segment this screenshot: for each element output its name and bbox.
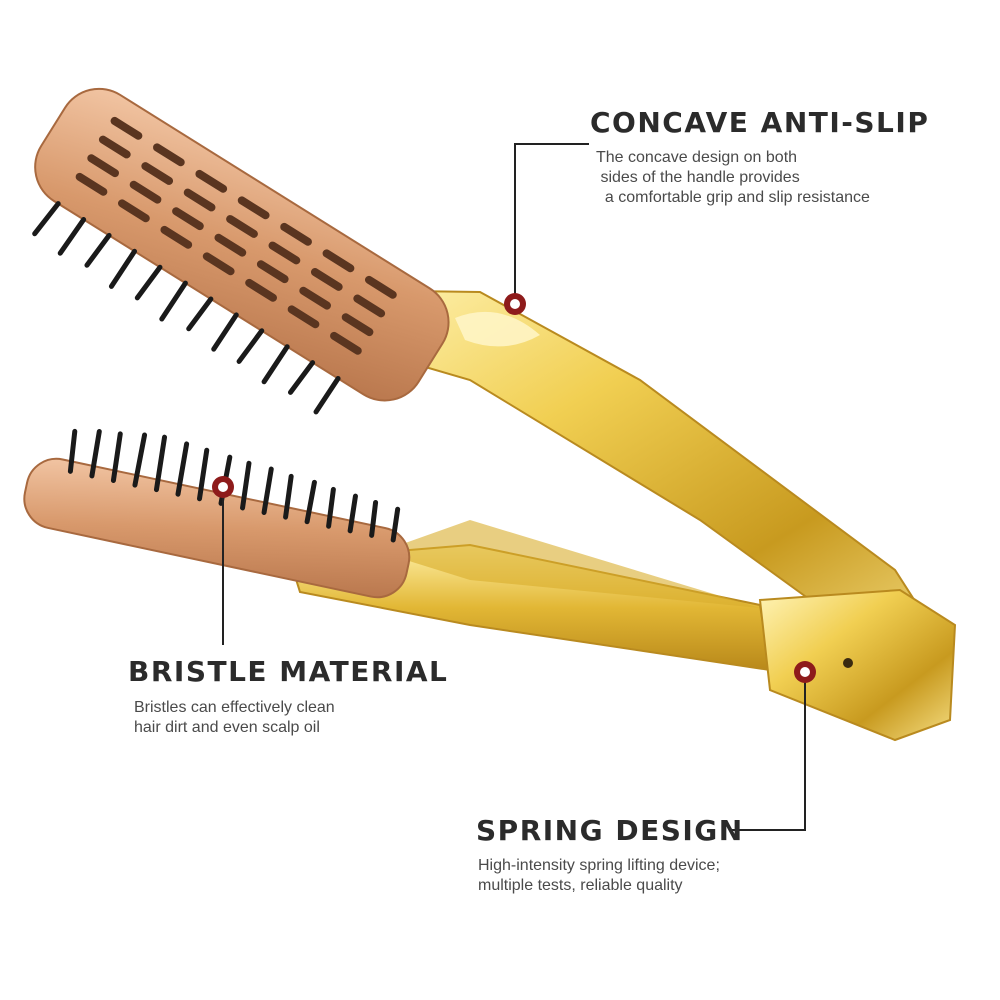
callout-desc-line: multiple tests, reliable quality (478, 877, 683, 894)
callout-title-bristle: BRISTLE MATERIAL (128, 655, 449, 688)
marker-concave (504, 293, 526, 315)
leader-line-spring (730, 672, 806, 831)
concave-dimple (455, 311, 540, 347)
callout-desc-line: hair dirt and even scalp oil (134, 719, 320, 736)
hinge-hole (843, 658, 853, 668)
upper-brush-head (32, 87, 450, 415)
leader-line-concave (514, 143, 589, 302)
lower-handle-inner (380, 520, 760, 608)
callout-desc-spring: High-intensity spring lifting device; mu… (478, 856, 720, 896)
marker-spring (794, 661, 816, 683)
lower-bristles (67, 428, 401, 543)
hinge-block (758, 588, 957, 742)
lower-brush-head (23, 428, 411, 599)
callout-title-spring: SPRING DESIGN (476, 814, 744, 847)
callout-desc-line: sides of the handle provides (596, 169, 800, 186)
callout-desc-line: The concave design on both (596, 149, 798, 166)
callout-desc-bristle: Bristles can effectively clean hair dirt… (134, 698, 335, 738)
upper-head-vents (75, 116, 397, 355)
callout-desc-line: High-intensity spring lifting device; (478, 857, 720, 874)
callout-desc-concave: The concave design on both sides of the … (596, 148, 870, 208)
spring-hinge (758, 588, 957, 742)
callout-desc-line: a comfortable grip and slip resistance (596, 189, 870, 206)
lower-head-plate (23, 457, 411, 599)
callout-desc-line: Bristles can effectively clean (134, 699, 335, 716)
upper-head-plate (34, 87, 450, 402)
upper-bristles (32, 201, 341, 415)
marker-bristle (212, 476, 234, 498)
callout-title-concave: CONCAVE ANTI-SLIP (590, 106, 930, 139)
